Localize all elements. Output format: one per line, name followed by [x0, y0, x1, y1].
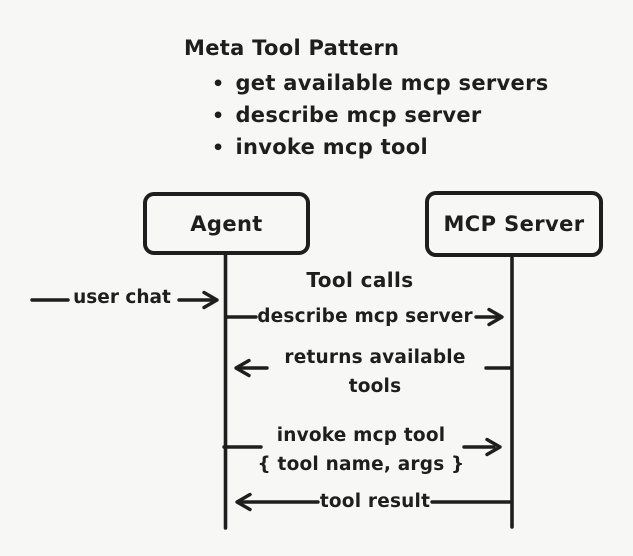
feature-bullet-list: • get available mcp servers • describe m… [212, 67, 549, 163]
mcp-server-box-outline [425, 191, 603, 257]
bullet-icon: • [212, 105, 225, 127]
message-tool-result-label: tool result [319, 491, 431, 512]
list-item: • get available mcp servers [212, 67, 549, 99]
message-label-line: tools [348, 376, 402, 397]
bullet-text: get available mcp servers [235, 71, 549, 95]
bullet-icon: • [212, 73, 225, 95]
msg3-arrowhead-icon [485, 437, 502, 457]
message-label-line: { tool name, args } [257, 454, 465, 475]
list-item: • invoke mcp tool [212, 131, 549, 163]
message-describe-mcp-server-label: describe mcp server [257, 306, 473, 327]
section-label-tool-calls: Tool calls [306, 268, 414, 292]
msg2-arrowhead-icon [234, 358, 251, 378]
msg1-arrowhead-icon [487, 307, 504, 327]
actor-mcp-server-label: MCP Server [443, 212, 585, 236]
bullet-text: describe mcp server [235, 103, 482, 127]
message-invoke-mcp-tool-label: invoke mcp tool { tool name, args } [249, 421, 473, 479]
list-item: • describe mcp server [212, 99, 549, 131]
message-label-line: invoke mcp tool [276, 425, 446, 446]
user-chat-label: user chat [73, 287, 171, 308]
message-returns-available-tools-label: returns available tools [265, 343, 485, 401]
msg4-arrowhead-icon [235, 492, 252, 512]
actor-agent-label: Agent [190, 211, 263, 236]
user-chat-arrowhead-icon [202, 290, 219, 310]
page-title: Meta Tool Pattern [184, 36, 400, 60]
bullet-text: invoke mcp tool [235, 135, 428, 159]
bullet-icon: • [212, 137, 225, 159]
message-label-line: returns available [284, 347, 466, 368]
